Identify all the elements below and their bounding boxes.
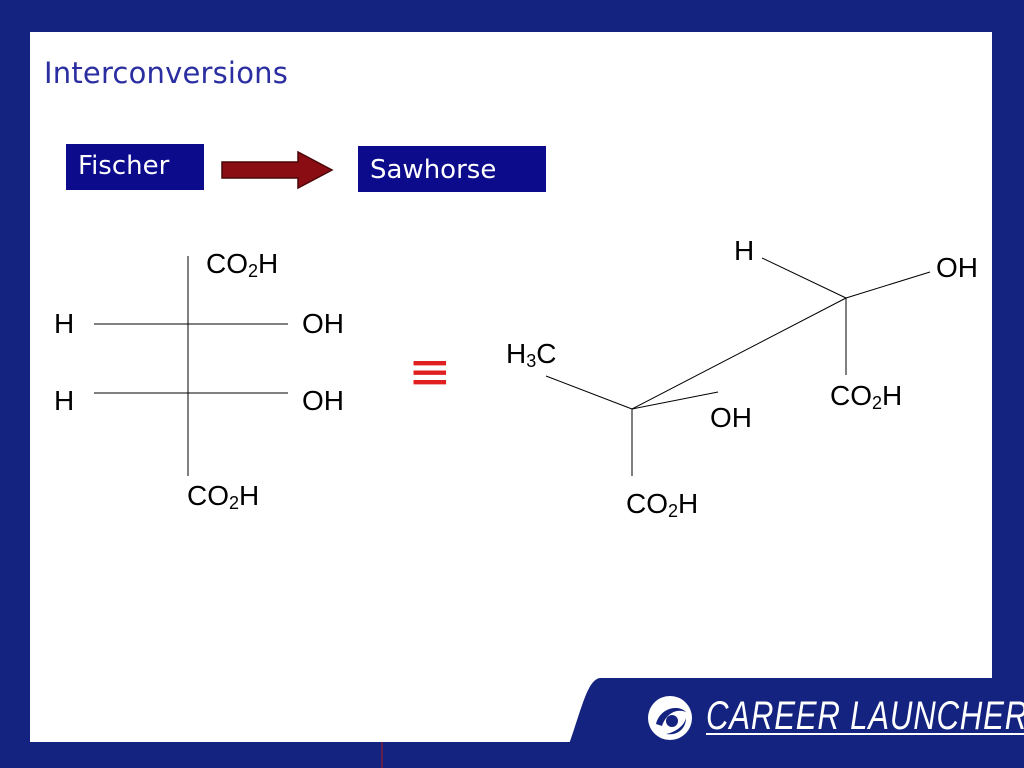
logo-text: CAREER LAUNCHER <box>706 694 1024 738</box>
sawhorse-central-bond <box>631 297 847 410</box>
sawhorse-front-oh-bond <box>631 391 719 410</box>
sawhorse-front-oh: OH <box>710 402 752 433</box>
fischer-row2-left: H <box>54 385 75 416</box>
fischer-row2-right: OH <box>302 385 344 416</box>
sawhorse-back-oh: OH <box>936 252 978 283</box>
sawhorse-front-h3c-bond <box>545 375 633 410</box>
sawhorse-back-h: H <box>734 235 755 266</box>
slide-title: Interconversions <box>44 56 289 90</box>
conversion-arrow <box>221 150 334 190</box>
career-launcher-logo: CAREER LAUNCHER <box>646 692 1024 742</box>
fischer-label-box: Fischer <box>66 144 204 190</box>
fischer-bottom-co2h: CO2H <box>187 480 260 513</box>
sawhorse-back-oh-bond <box>845 271 931 299</box>
sawhorse-label: Sawhorse <box>370 155 497 185</box>
fischer-row1-right: OH <box>302 308 344 339</box>
fischer-top-co2h: CO2H <box>206 248 279 281</box>
sawhorse-label-box: Sawhorse <box>358 146 546 192</box>
fischer-row1-left: H <box>54 308 75 339</box>
fischer-label: Fischer <box>78 151 170 181</box>
sawhorse-back-co2h: CO2H <box>830 380 903 413</box>
equivalence-symbol: ≡ <box>408 342 452 402</box>
logo-swirl-icon <box>648 696 692 740</box>
sawhorse-front-co2h: CO2H <box>626 488 699 521</box>
sawhorse-front-h3c: H3C <box>506 338 557 371</box>
sawhorse-back-h-bond <box>761 257 847 299</box>
